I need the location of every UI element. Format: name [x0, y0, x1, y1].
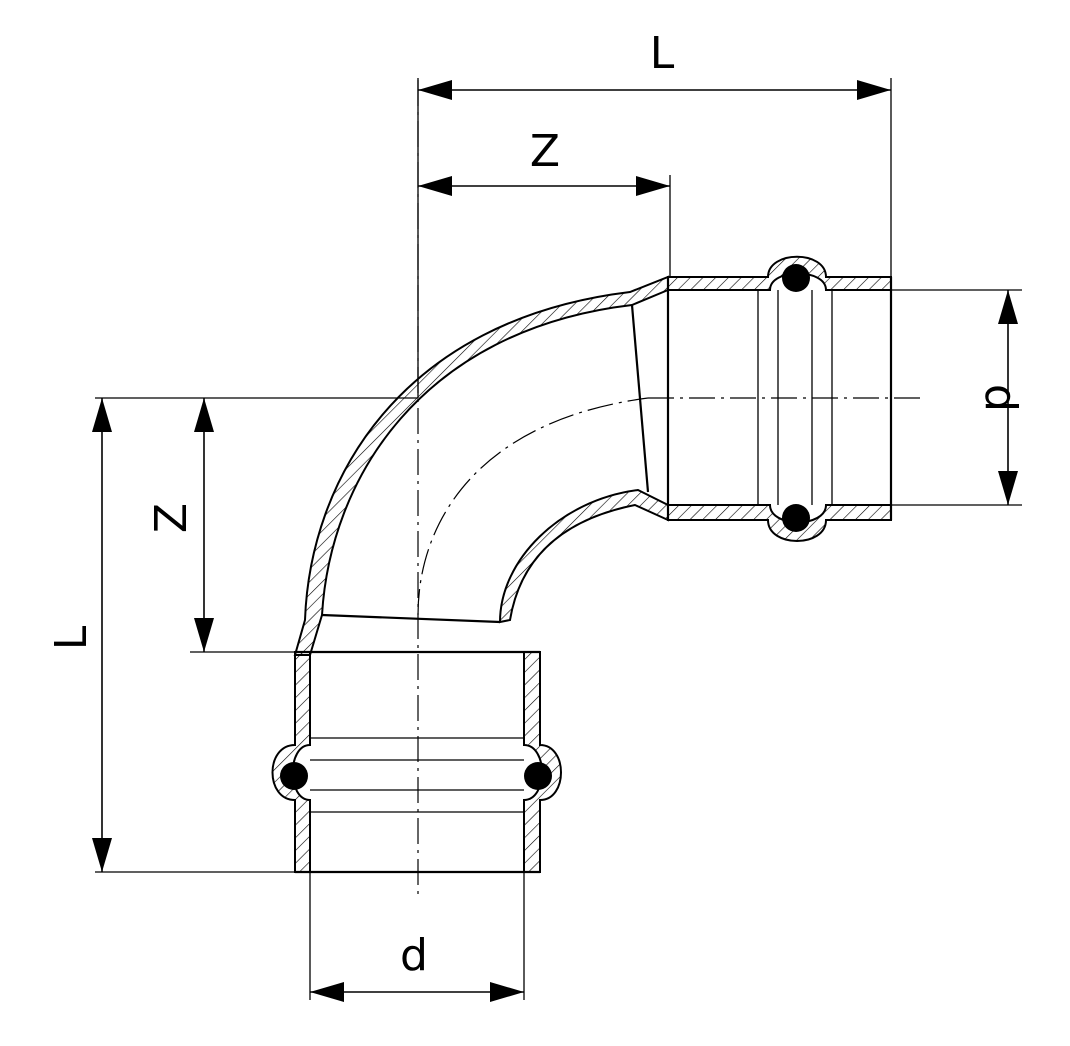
dimension-right-d: d	[975, 290, 1026, 505]
elbow-body	[293, 275, 669, 656]
dim-label-bottom-d: d	[400, 930, 428, 981]
o-ring-bottom-right	[524, 762, 552, 790]
dim-label-right-d: d	[975, 384, 1026, 412]
extension-lines	[95, 78, 1022, 1000]
dimension-left-L: L	[46, 398, 112, 872]
o-ring-right-bottom	[782, 504, 810, 532]
dimension-left-Z: Z	[146, 398, 214, 652]
dim-label-left-Z: Z	[146, 503, 197, 533]
o-ring-right-top	[782, 264, 810, 292]
dimension-top-Z: Z	[418, 126, 670, 196]
dim-label-left-L: L	[46, 625, 97, 650]
dim-label-top-Z: Z	[530, 126, 560, 177]
bottom-socket	[271, 650, 562, 874]
right-socket	[666, 255, 893, 542]
dim-label-top-L: L	[650, 28, 675, 79]
o-ring-bottom-left	[280, 762, 308, 790]
dimension-bottom-d: d	[310, 930, 524, 1002]
dimension-top-L: L	[418, 28, 891, 100]
